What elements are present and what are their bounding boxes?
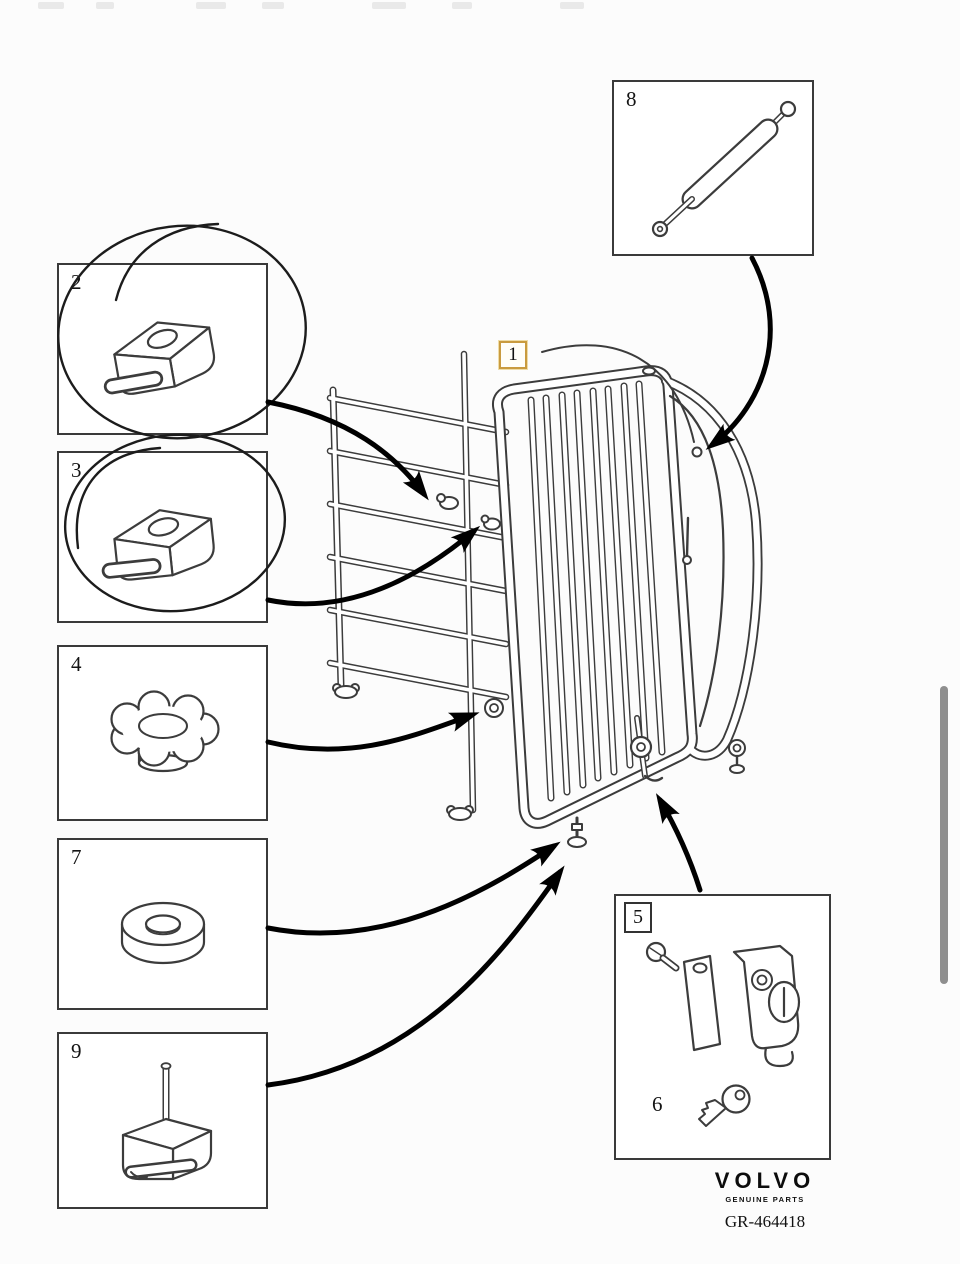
callout-number-2: 2 [71,270,82,294]
volvo-logo: VOLVO [714,1168,816,1193]
callout-number-7: 7 [71,845,82,869]
gas-strut-icon [651,100,797,238]
callout-number-5: 5 [624,902,652,933]
arrow-to-part-9 [265,865,565,1088]
top-artifact [262,2,284,9]
branding-block: VOLVO GENUINE PARTS GR-464418 [695,1168,835,1232]
arrow-to-part-8 [705,255,773,450]
top-artifact [560,2,584,9]
arrow-to-part-4 [265,712,480,752]
callout-box-9: 9 [57,1032,268,1209]
scrollbar-thumb[interactable] [940,686,948,984]
callout-number-1: 1 [499,341,527,369]
part-thumbnail-8 [614,82,812,254]
callout-box-4: 4 [57,645,268,821]
top-artifact [96,2,114,9]
callout-number-3: 3 [71,458,82,482]
clevis-clamp-icon [103,321,215,395]
callout-box-8: 8 [612,80,814,256]
star-knob-icon [109,690,220,773]
arrow-to-part-5 [655,793,703,893]
part-thumbnail-6 [682,1078,764,1141]
pin-clip-icon [121,1061,212,1180]
callout-box-5: 5 6 [614,894,831,1160]
top-artifact [452,2,472,9]
callout-number-9: 9 [71,1039,82,1063]
callout-box-2: 2 [57,263,268,435]
callout-number-4: 4 [71,652,82,676]
part-thumbnail-4 [59,647,266,819]
latch-assembly-icon [645,941,801,1068]
part-thumbnail-5 [630,918,818,1073]
callout-number-6: 6 [652,1092,663,1116]
foot-knob [332,683,474,821]
top-artifact [196,2,226,9]
part-thumbnail-3 [59,453,266,621]
washer-icon [120,901,205,965]
clevis-clamp-icon [101,509,215,581]
part-thumbnail-2 [59,265,266,433]
rear-grid-panel [326,350,510,821]
arrow-to-part-7 [265,841,561,936]
gate-hardware [436,366,746,848]
diagram-part-number: GR-464418 [724,1212,806,1231]
top-artifact [372,2,406,9]
gate-frame [492,344,763,829]
callout-box-3: 3 [57,451,268,623]
top-artifact [38,2,64,9]
arrow-to-part-3 [265,525,481,607]
callout-number-8: 8 [626,87,637,111]
part-thumbnail-7 [59,840,266,1008]
arrow-to-part-2 [265,399,429,501]
volvo-tagline: GENUINE PARTS [725,1195,805,1204]
callout-box-7: 7 [57,838,268,1010]
part-thumbnail-9 [59,1034,266,1207]
cargo-gate-illustration [326,344,763,848]
key-icon [698,1084,751,1127]
